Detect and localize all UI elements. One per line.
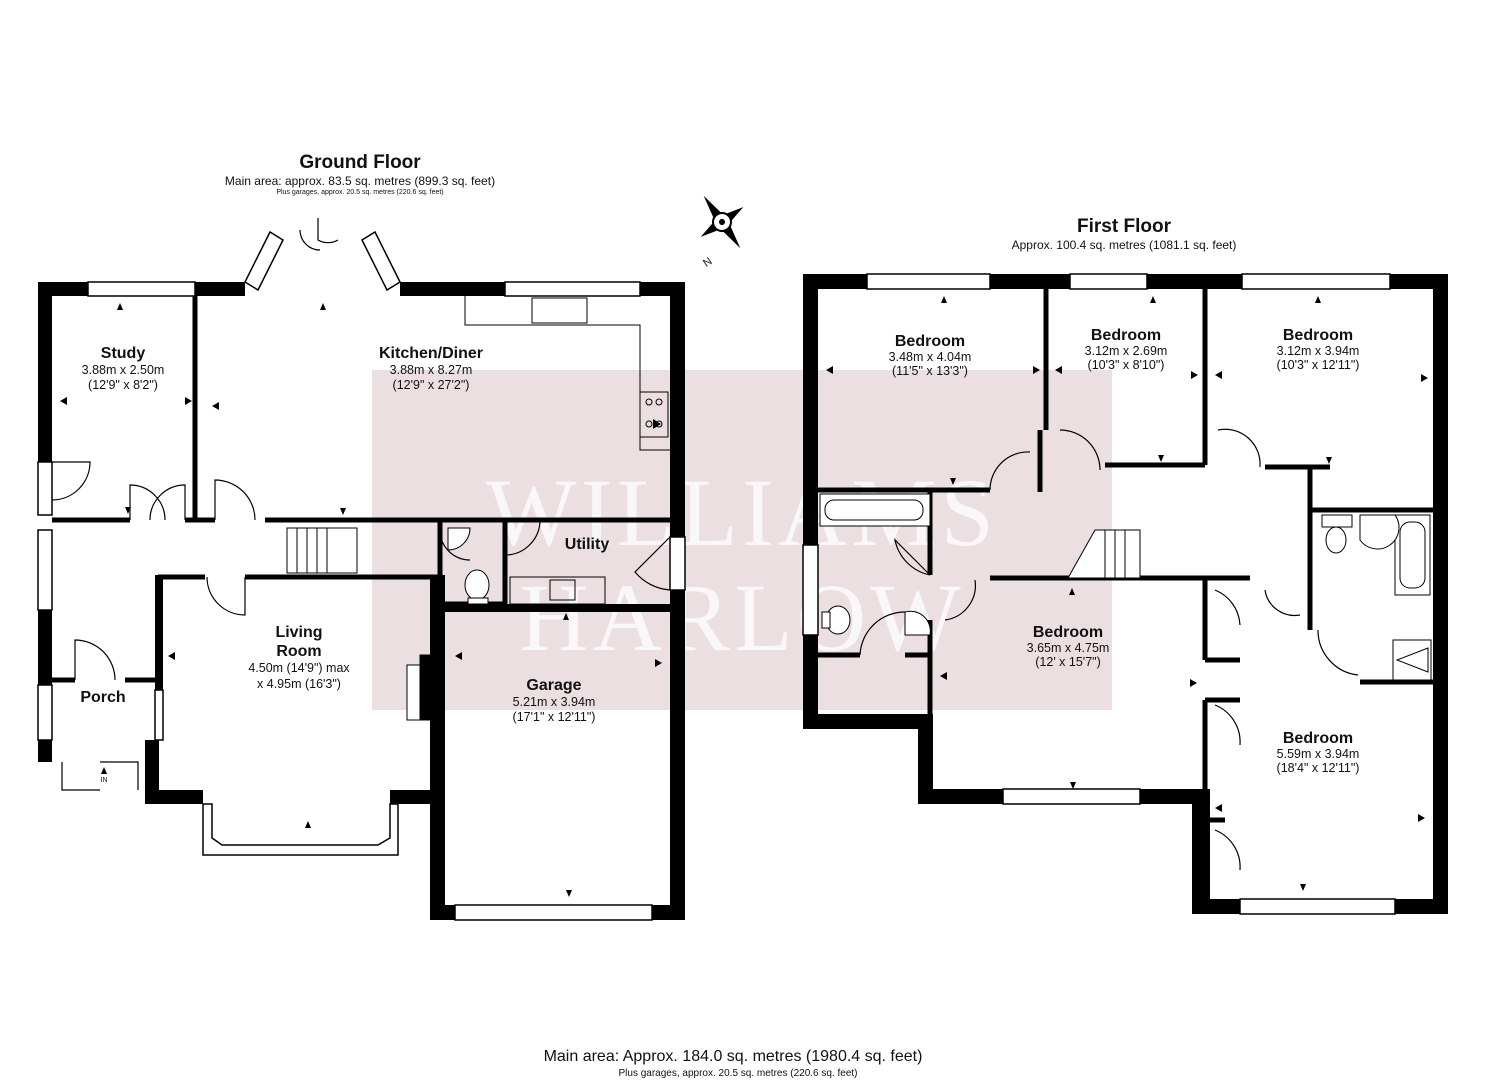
first-floor-arrows [826,296,1428,891]
living-room-label-2: Room [276,643,321,660]
first-floor-interior [818,289,1433,899]
study-label: Study [101,345,146,362]
entry-arrow-icon [101,767,107,774]
ground-floor-doors [51,218,671,791]
first-floor-windows [802,273,1396,915]
ground-floor-stairs [286,527,358,574]
bedroom-4-label: Bedroom [1033,624,1103,641]
kitchen-dim: 3.88m x 8.27m [390,363,473,377]
first-floor-area: Approx. 100.4 sq. metres (1081.1 sq. fee… [1012,238,1237,252]
porch-label: Porch [80,689,125,706]
bedroom-1-label: Bedroom [895,333,965,350]
bedroom-1-dim: 3.48m x 4.04m [889,350,972,364]
ground-floor-garage-area: Plus garages, approx. 20.5 sq. metres (2… [276,189,443,196]
bedroom-2-label: Bedroom [1091,327,1161,344]
garage-label: Garage [526,677,581,694]
kitchen-imperial: (12'9" x 27'2") [393,378,470,392]
garage-imperial: (17'1" x 12'11") [513,710,596,724]
living-room-imperial: x 4.95m (16'3") [257,677,341,691]
kitchen-label: Kitchen/Diner [379,345,483,362]
first-floor-stairs [1067,529,1141,579]
ground-floor-arrows [60,303,662,897]
ground-floor-windows [37,230,686,921]
study-imperial: (12'9" x 8'2") [88,378,158,392]
watermark-panel [372,370,1112,710]
entry-label: IN [101,777,108,784]
bedroom-4-dim: 3.65m x 4.75m [1027,641,1110,655]
fireplace [419,654,441,721]
footer-garage-area: Plus garages, approx. 20.5 sq. metres (2… [618,1068,857,1079]
first-floor-plan [802,273,1448,915]
footer-main-area: Main area: Approx. 184.0 sq. metres (198… [544,1048,923,1065]
bedroom-1-imperial: (11'5" x 13'3") [892,364,968,378]
utility-label: Utility [565,536,610,553]
ground-floor-area: Main area: approx. 83.5 sq. metres (899.… [225,174,495,188]
garage-dim: 5.21m x 3.94m [513,695,596,709]
bedroom-3-label: Bedroom [1283,327,1353,344]
bedroom-3-dim: 3.12m x 3.94m [1277,344,1360,358]
first-floor-fixtures [819,493,1432,681]
ground-floor-title: Ground Floor [299,152,421,173]
bedroom-4-imperial: (12' x 15'7") [1035,655,1101,669]
bedroom-3-imperial: (10'3" x 12'11") [1277,358,1360,372]
bedroom-5-imperial: (18'4" x 12'11") [1277,761,1360,775]
watermark-line2: HARLOW [519,564,964,671]
first-floor-title: First Floor [1077,216,1172,237]
watermark: WILLIAMS HARLOW [372,370,1112,710]
kitchen-counter [464,296,670,605]
living-room-label-1: Living [275,624,322,641]
compass-north-label: N [701,255,714,269]
bedroom-2-dim: 3.12m x 2.69m [1085,344,1168,358]
hearth [406,664,421,721]
bedroom-5-dim: 5.59m x 3.94m [1277,747,1360,761]
ground-floor-wc [447,527,490,605]
ground-floor-plan [37,218,686,921]
study-dim: 3.88m x 2.50m [82,363,165,377]
living-room-dim: 4.50m (14'9") max [248,661,350,675]
bedroom-5-label: Bedroom [1283,730,1353,747]
bedroom-2-imperial: (10'3" x 8'10") [1088,358,1165,372]
compass-icon [700,195,744,249]
first-floor-doors [859,428,1359,871]
